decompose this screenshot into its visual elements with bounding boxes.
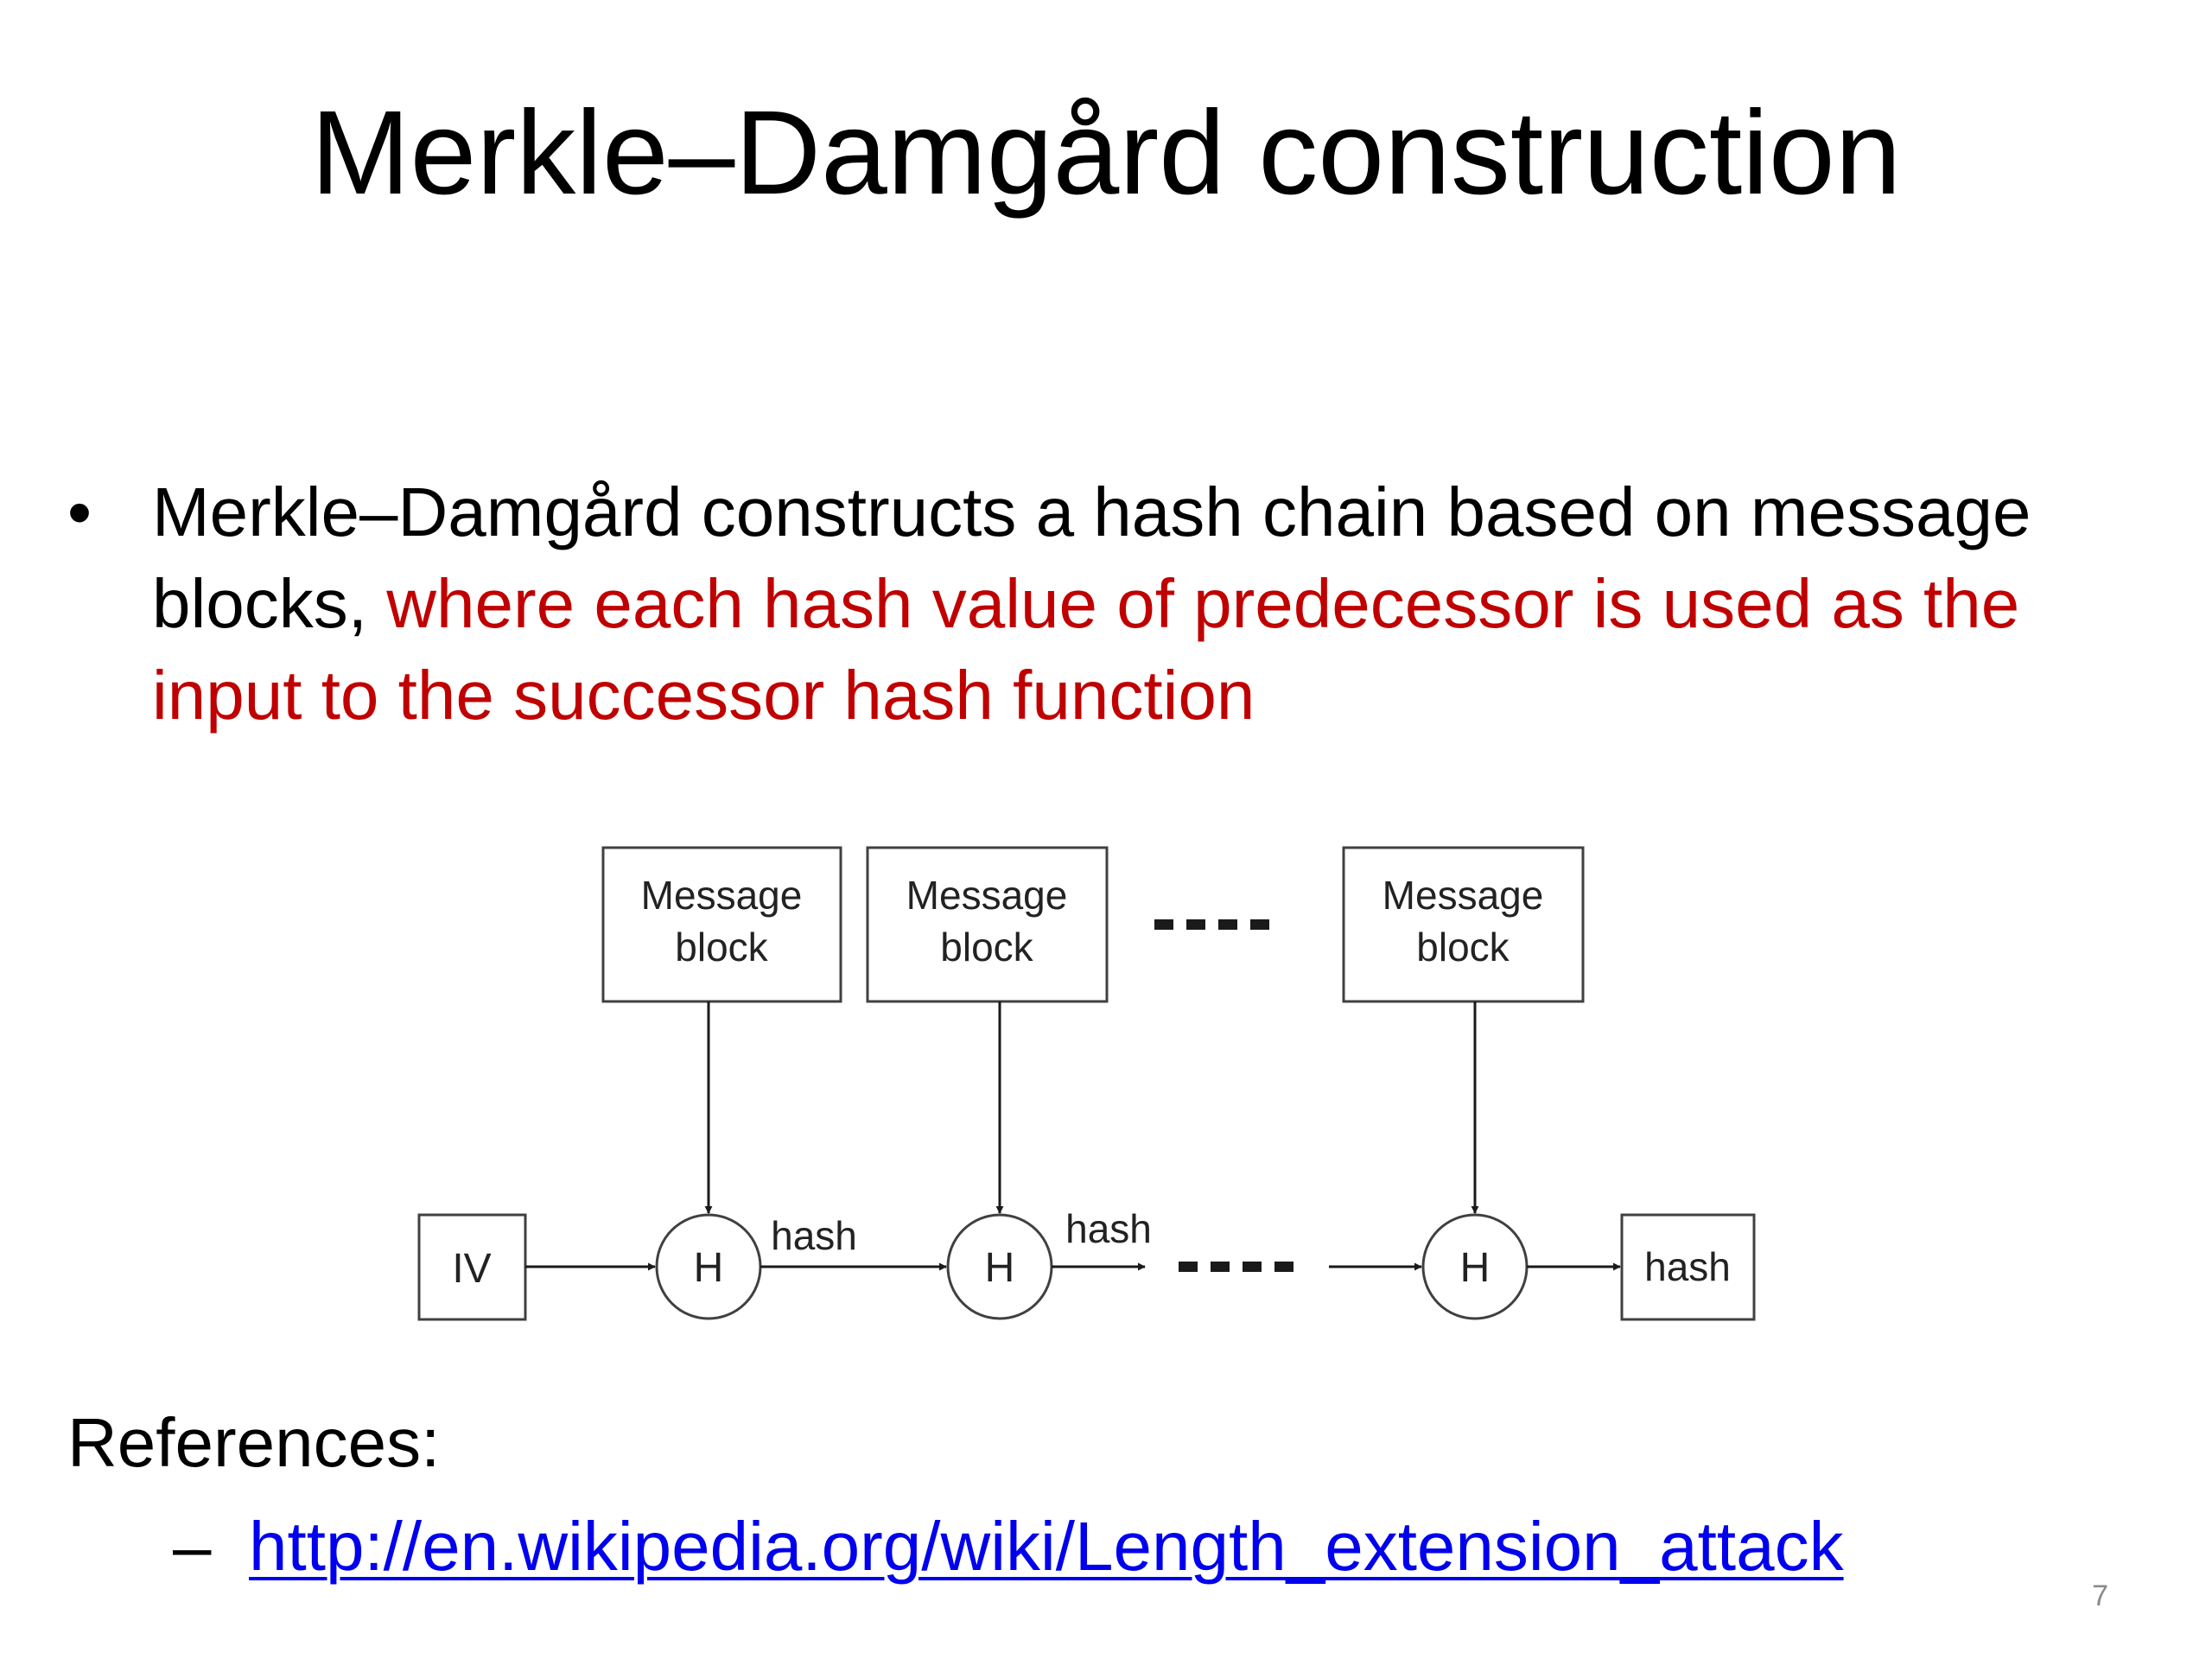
hash-label-2: hash [1065, 1206, 1152, 1251]
bullet-marker: • [67, 474, 92, 550]
hash-function-1-label: H [694, 1245, 724, 1291]
iv-box: IV [417, 1213, 527, 1321]
reference-dash: – [173, 1508, 212, 1585]
reference-item: –http://en.wikipedia.org/wiki/Length_ext… [173, 1503, 1844, 1590]
iv-label: IV [452, 1246, 491, 1292]
message-block-1: Message block [601, 846, 842, 1003]
output-hash-label: hash [1644, 1244, 1731, 1289]
message-block-2: Message block [866, 846, 1109, 1003]
message-block-2-label-line2: block [940, 925, 1033, 969]
slide-title: Merkle–Damgård construction [310, 86, 1902, 219]
message-block-3-label-line2: block [1416, 925, 1510, 969]
hash-function-3: H [1421, 1213, 1529, 1320]
hash-function-2-label: H [985, 1245, 1015, 1291]
page-number: 7 [2092, 1580, 2108, 1612]
message-block-2-label-line1: Message [906, 873, 1068, 918]
hash-label-1: hash [771, 1213, 857, 1258]
bullet-text: Merkle–Damgård constructs a hash chain b… [152, 467, 2158, 741]
references-heading: References: [67, 1404, 441, 1481]
reference-link[interactable]: http://en.wikipedia.org/wiki/Length_exte… [249, 1508, 1844, 1585]
message-block-3: Message block [1342, 846, 1585, 1003]
output-hash-box: hash [1620, 1213, 1756, 1321]
bullet-item: • Merkle–Damgård constructs a hash chain… [67, 467, 2158, 741]
bullet-text-highlight: where each hash value of predecessor is … [152, 565, 2020, 734]
message-block-1-label-line1: Message [641, 873, 803, 918]
hash-function-1: H [655, 1213, 762, 1320]
message-block-1-label-line2: block [675, 925, 768, 969]
hash-function-2: H [946, 1213, 1053, 1320]
message-block-3-label-line1: Message [1382, 873, 1544, 918]
bullet-text-normal: Merkle–Damgård constructs a hash chain b… [152, 474, 2031, 642]
hash-function-3-label: H [1460, 1245, 1491, 1291]
